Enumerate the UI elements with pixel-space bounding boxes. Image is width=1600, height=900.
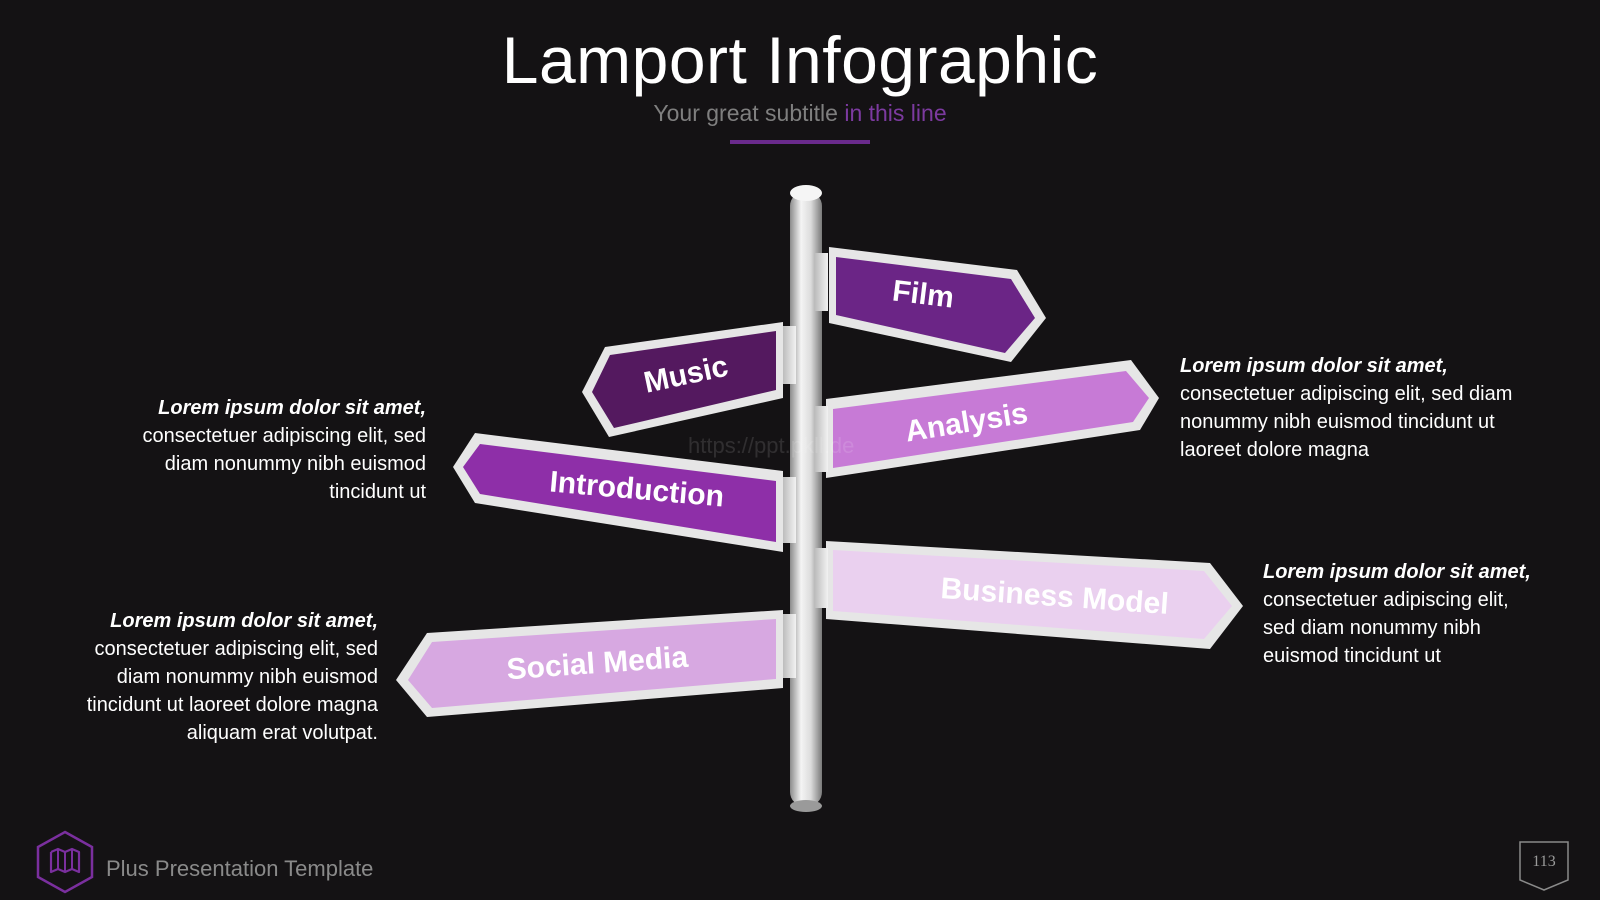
description-business-model: Lorem ipsum dolor sit amet, consectetuer…: [1263, 558, 1531, 670]
signpost-pole: [790, 185, 822, 812]
description-business-model-heading: Lorem ipsum dolor sit amet,: [1263, 561, 1531, 583]
description-introduction-heading: Lorem ipsum dolor sit amet,: [158, 397, 426, 419]
description-introduction-line: consectetuer adipiscing elit, sed: [142, 425, 427, 447]
subtitle-plain: Your great subtitle: [653, 100, 845, 126]
pole-cap: [790, 185, 822, 201]
sign-music: Music: [582, 322, 783, 437]
description-social-media-heading: Lorem ipsum dolor sit amet,: [110, 610, 378, 632]
description-social-media-line: consectetuer adipiscing elit, sed: [94, 638, 379, 660]
clamp-business-model: [815, 548, 828, 608]
sign-introduction-face: [463, 444, 776, 542]
description-business-model-line: consectetuer adipiscing elit,: [1263, 589, 1509, 611]
sign-clamps: [783, 253, 828, 678]
description-business-model-line: sed diam nonummy nibh: [1263, 617, 1481, 639]
subtitle-underline: [730, 140, 870, 144]
description-social-media-line: tincidunt ut laoreet dolore magna: [86, 694, 378, 716]
pole-base: [790, 800, 822, 812]
sign-film-label: Film: [891, 274, 956, 314]
description-analysis-heading: Lorem ipsum dolor sit amet,: [1180, 355, 1448, 377]
description-analysis-line: laoreet dolore magna: [1180, 439, 1370, 461]
sign-social-media-face: [408, 619, 776, 708]
sign-analysis: Analysis: [826, 360, 1159, 478]
description-introduction-line: diam nonummy nibh euismod: [164, 453, 426, 475]
sign-analysis-face: [833, 371, 1149, 468]
sign-business-model: Business Model: [826, 541, 1243, 649]
watermark: https://ppt.pkll.de: [688, 433, 855, 458]
description-introduction-line: tincidunt ut: [329, 481, 426, 503]
sign-film-face: [836, 257, 1035, 353]
description-business-model-line: euismod tincidunt ut: [1263, 645, 1441, 667]
page-number: 113: [1532, 853, 1556, 870]
map-logo-icon: [36, 830, 94, 894]
sign-business-model-face: [833, 550, 1232, 639]
clamp-music: [783, 326, 796, 384]
clamp-analysis: [815, 406, 828, 472]
page-number-badge: [1519, 841, 1569, 891]
slide-subtitle: Your great subtitle in this line: [0, 100, 1600, 127]
description-analysis-line: consectetuer adipiscing elit, sed diam: [1180, 383, 1513, 405]
description-social-media: Lorem ipsum dolor sit amet, consectetuer…: [40, 607, 378, 747]
pole-body: [790, 192, 822, 806]
sign-social-media: Social Media: [396, 610, 783, 717]
subtitle-accent: in this line: [844, 100, 947, 126]
description-social-media-line: diam nonummy nibh euismod: [116, 666, 378, 688]
slide-title: Lamport Infographic: [501, 23, 1099, 97]
description-analysis-line: nonummy nibh euismod tincidunt ut: [1180, 411, 1495, 433]
clamp-film: [815, 253, 828, 311]
sign-film: Film: [829, 247, 1046, 362]
sign-introduction: Introduction: [453, 433, 783, 552]
description-analysis: Lorem ipsum dolor sit amet, consectetuer…: [1180, 352, 1512, 464]
clamp-social-media: [783, 614, 796, 678]
description-social-media-line: aliquam erat volutpat.: [186, 722, 378, 744]
sign-music-face: [592, 331, 776, 428]
description-introduction: Lorem ipsum dolor sit amet, consectetuer…: [96, 394, 427, 506]
clamp-introduction: [783, 477, 796, 543]
footer-brand: Plus Presentation Template: [106, 856, 374, 881]
